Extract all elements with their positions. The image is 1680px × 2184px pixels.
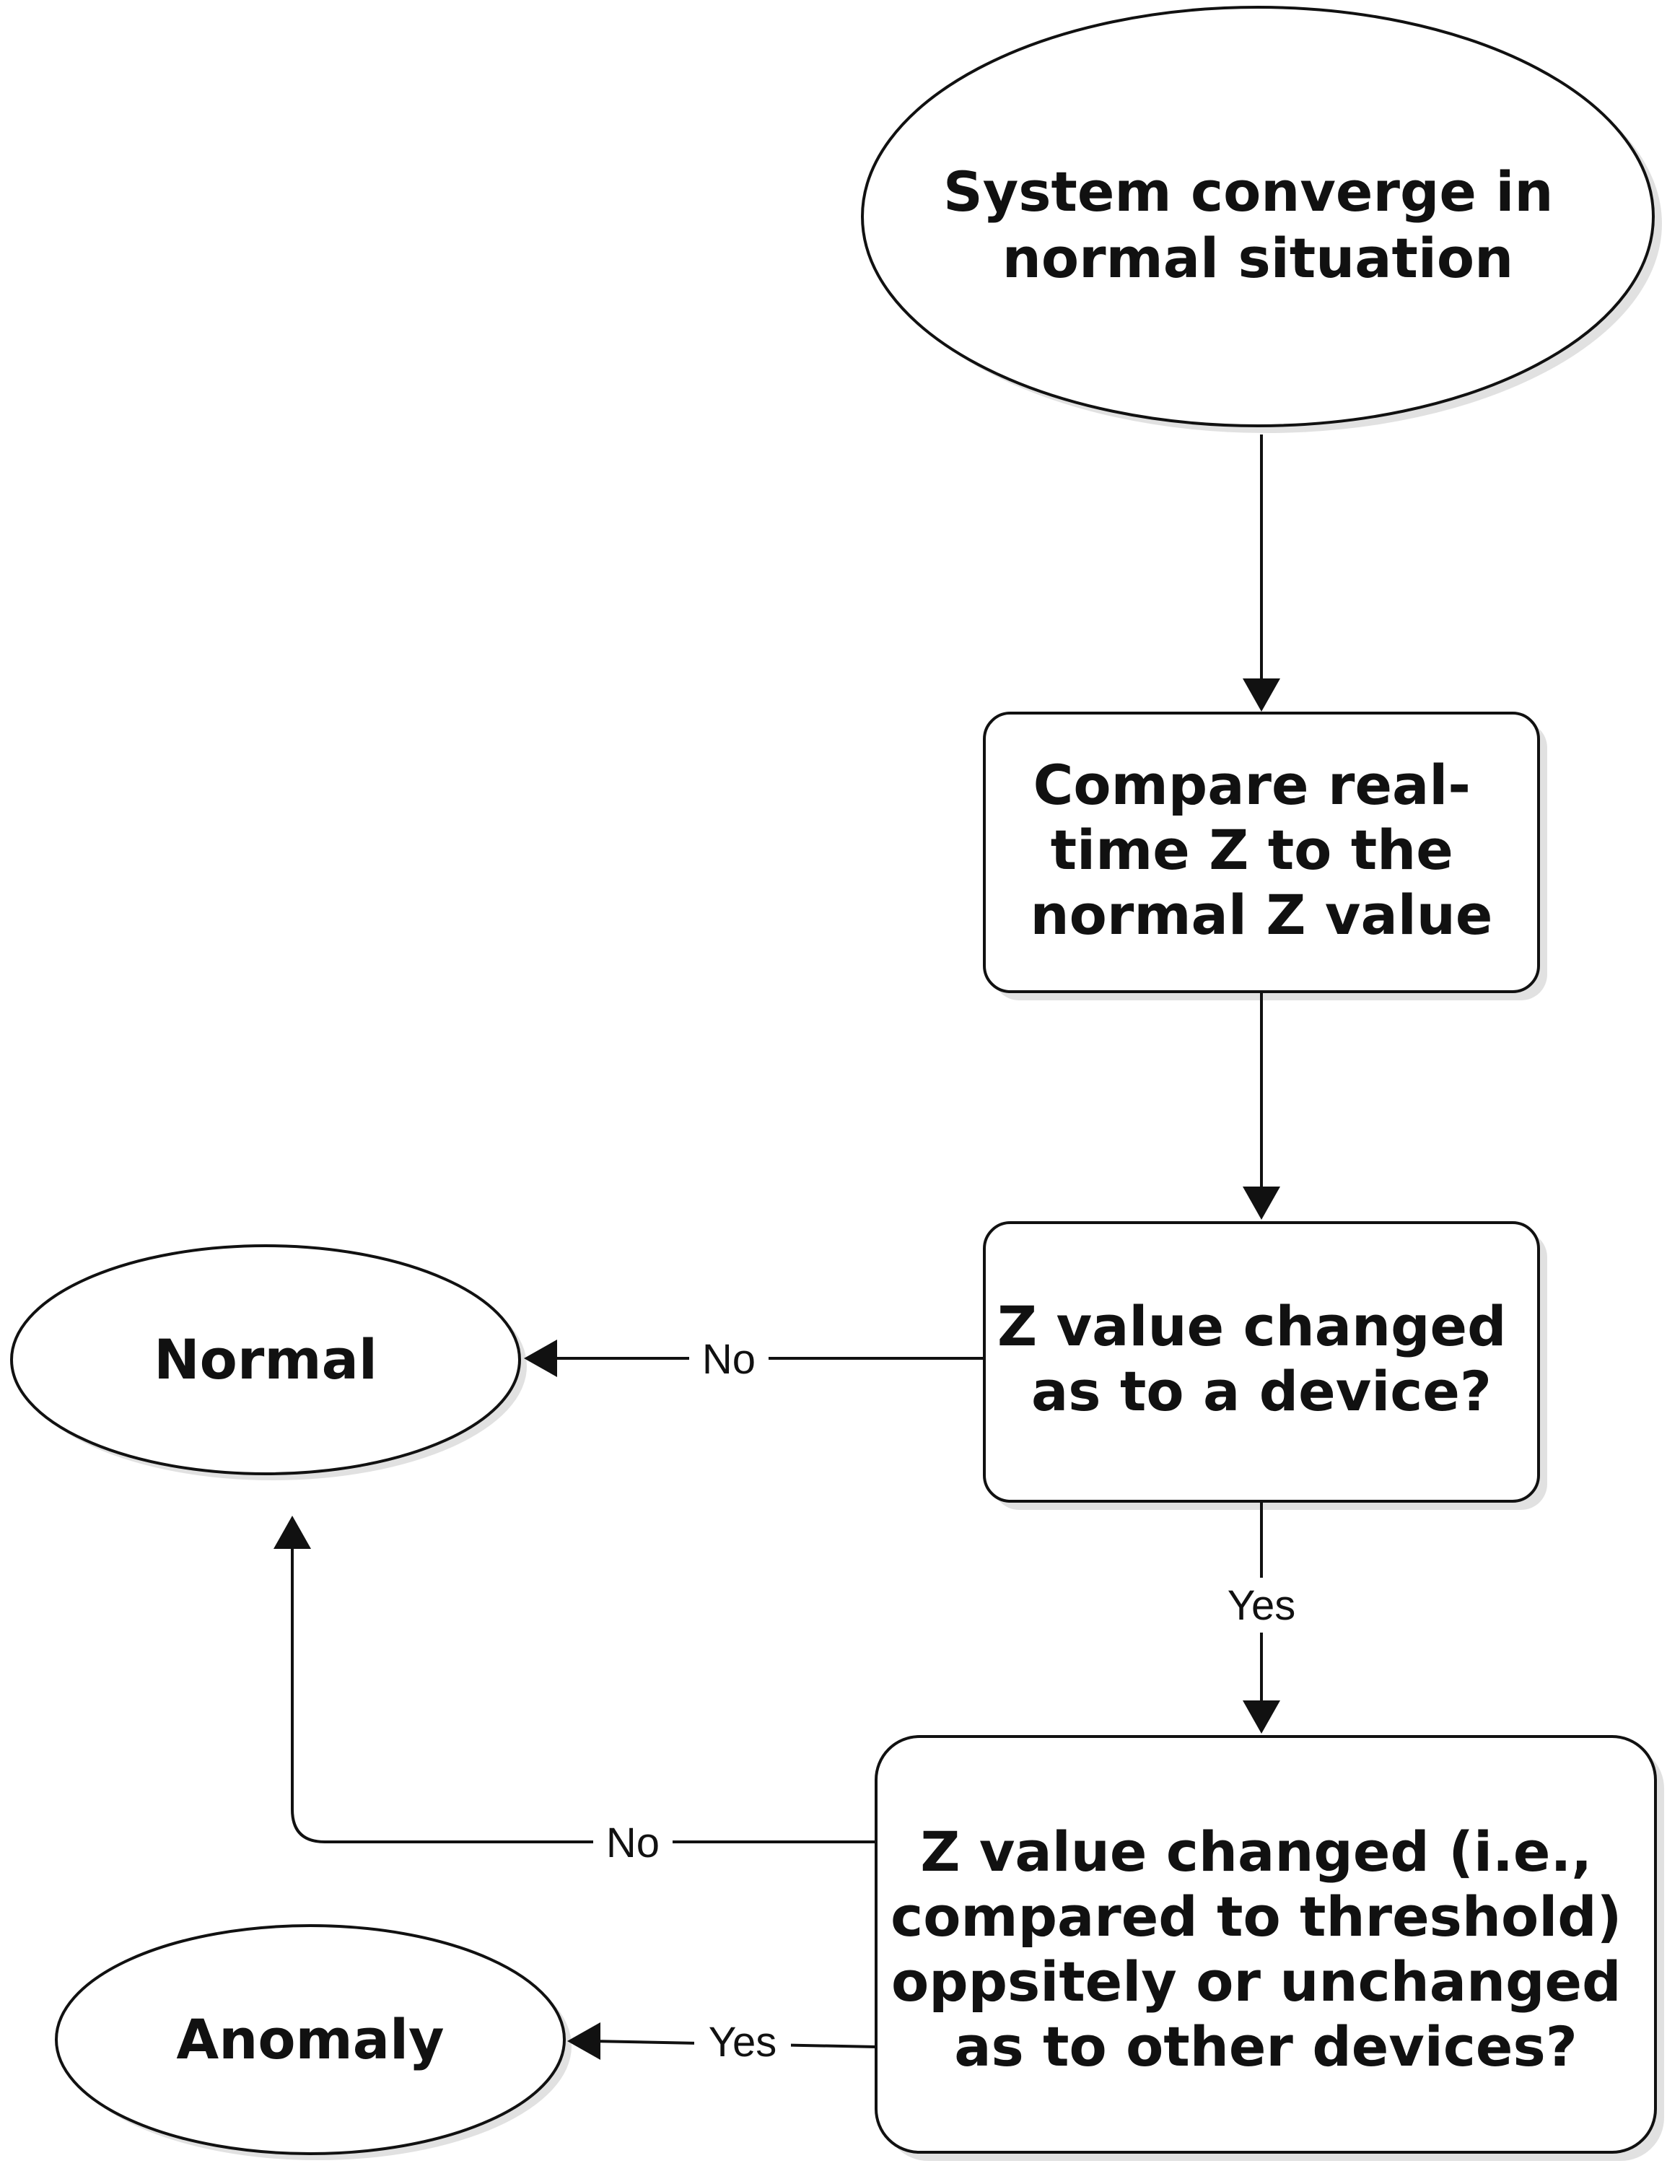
edge-decision-device-no: No — [524, 1334, 984, 1384]
edge-decision-others-no: No — [274, 1516, 876, 1868]
edge-compare-to-decision-device — [1243, 992, 1280, 1220]
svg-text:Z value changed as to a: Z value changed as to a device? — [997, 1294, 1526, 1423]
anomaly-node: Anomaly — [55, 1924, 566, 2155]
start-line-2: normal situation — [1002, 226, 1514, 290]
svg-text:Z value changed (i.e., c: Z value changed (i.e., compared to thres… — [891, 1820, 1641, 2079]
compare-line-1: Compare real- — [1033, 753, 1471, 817]
edge-start-to-compare — [1243, 434, 1280, 712]
decision-device-line-1: Z value changed — [997, 1294, 1506, 1358]
decision-device-node: Z value changed as to a device? — [983, 1221, 1540, 1503]
edge-label-others-no: No — [606, 1820, 660, 1866]
svg-text:System converge in norma: System converge in normal situation — [943, 160, 1572, 290]
decision-others-line-1: Z value changed (i.e., — [920, 1820, 1592, 1884]
start-node: System converge in normal situation — [861, 6, 1655, 427]
compare-line-3: normal Z value — [1031, 883, 1493, 947]
start-line-1: System converge in — [943, 160, 1554, 224]
normal-label: Normal — [154, 1327, 377, 1392]
svg-text:Compare real- time Z to: Compare real- time Z to the normal Z val… — [1031, 753, 1493, 947]
decision-others-line-2: compared to threshold) — [891, 1884, 1622, 1949]
decision-others-line-4: as to other devices? — [954, 2014, 1578, 2079]
normal-node: Normal — [10, 1244, 521, 1475]
edge-label-device-no: No — [702, 1336, 756, 1383]
edge-decision-others-yes: Yes — [567, 2015, 877, 2067]
decision-device-line-2: as to a device? — [1031, 1359, 1492, 1423]
edge-label-device-yes: Yes — [1228, 1582, 1296, 1629]
anomaly-label: Anomaly — [176, 2007, 444, 2071]
edge-decision-device-yes: Yes — [1212, 1498, 1311, 1734]
compare-line-2: time Z to the — [1051, 818, 1453, 882]
decision-others-node: Z value changed (i.e., compared to thres… — [875, 1735, 1657, 2154]
edge-label-others-yes: Yes — [709, 2019, 777, 2066]
compare-node: Compare real- time Z to the normal Z val… — [983, 712, 1540, 993]
decision-others-line-3: oppsitely or unchanged — [891, 1949, 1622, 2014]
